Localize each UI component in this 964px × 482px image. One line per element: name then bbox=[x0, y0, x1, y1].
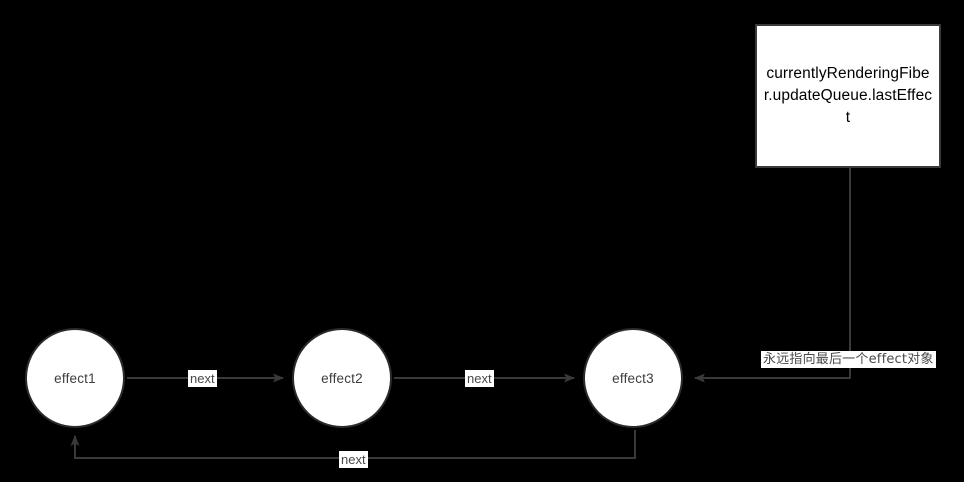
edge-label-effect3-effect1: next bbox=[339, 451, 368, 468]
node-effect3[interactable]: effect3 bbox=[583, 328, 683, 428]
node-queue-box[interactable]: currentlyRenderingFiber.updateQueue.last… bbox=[755, 24, 941, 168]
node-queue-box-label: currentlyRenderingFiber.updateQueue.last… bbox=[763, 65, 933, 126]
node-effect2-label: effect2 bbox=[321, 370, 363, 386]
node-effect1-label: effect1 bbox=[54, 370, 96, 386]
node-effect2[interactable]: effect2 bbox=[292, 328, 392, 428]
edge-label-effect1-effect2: next bbox=[188, 370, 217, 387]
edge-label-queue-effect3: 永远指向最后一个effect对象 bbox=[761, 351, 936, 368]
edge-label-effect2-effect3: next bbox=[465, 370, 494, 387]
node-effect3-label: effect3 bbox=[612, 370, 654, 386]
node-effect1[interactable]: effect1 bbox=[25, 328, 125, 428]
edge-queue-effect3 bbox=[694, 168, 851, 383]
